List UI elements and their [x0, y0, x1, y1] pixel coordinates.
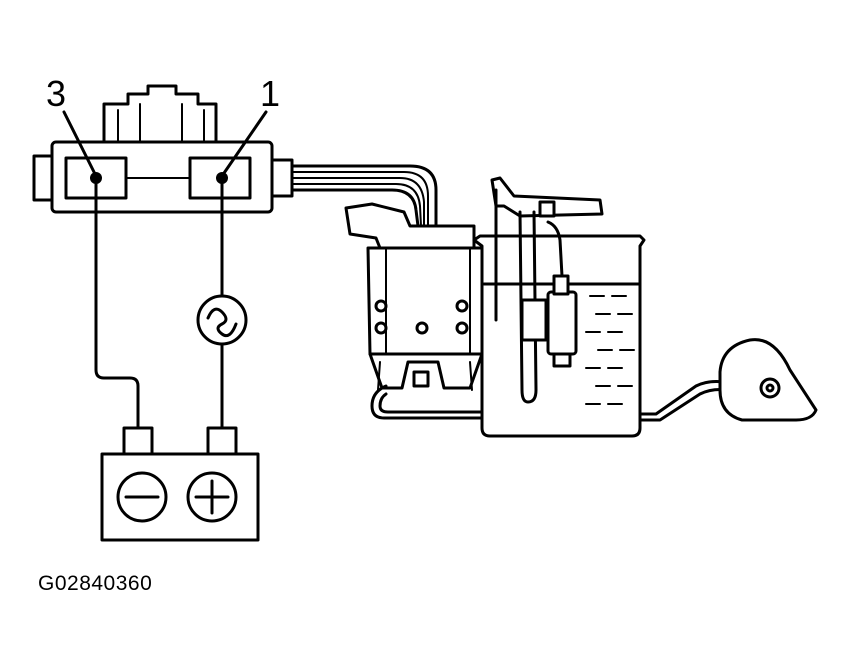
float-assembly — [638, 338, 818, 422]
test-lamp-icon — [196, 294, 248, 346]
plus-icon — [186, 471, 238, 523]
pin-label-3: 3 — [46, 73, 67, 114]
pump-bracket — [344, 202, 486, 420]
figure-id: G02840360 — [38, 572, 153, 595]
wire-negative — [94, 176, 140, 432]
fluid-dashes — [585, 295, 635, 405]
wire-harness — [290, 164, 438, 228]
connector — [32, 84, 294, 214]
leader-line-1 — [220, 110, 268, 178]
battery — [100, 426, 260, 542]
leader-line-3 — [62, 110, 98, 178]
minus-icon — [116, 471, 168, 523]
pin-label-1: 1 — [260, 73, 281, 114]
fuel-pump-unit — [490, 176, 604, 404]
